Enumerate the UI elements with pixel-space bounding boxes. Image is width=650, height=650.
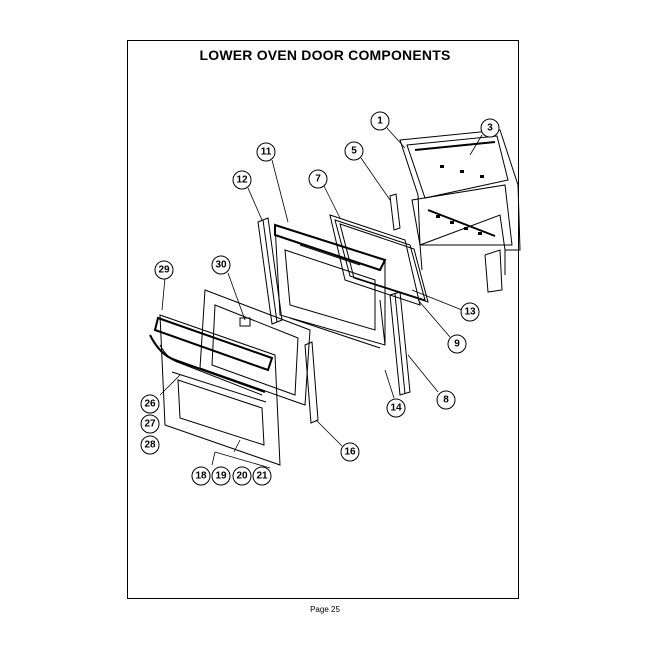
svg-text:7: 7 [315, 174, 321, 185]
part-bracket [389, 193, 401, 231]
diagram-frame [127, 40, 519, 599]
svg-text:3: 3 [487, 123, 493, 134]
callout-1: 1 [370, 111, 390, 131]
callout-16: 16 [340, 442, 360, 462]
callout-27: 27 [140, 414, 160, 434]
svg-text:30: 30 [215, 260, 227, 271]
callout-18: 18 [191, 466, 211, 486]
callout-26: 26 [140, 394, 160, 414]
part-inner-panel [274, 223, 387, 349]
svg-text:8: 8 [443, 395, 449, 406]
callout-5: 5 [344, 141, 364, 161]
svg-text:18: 18 [195, 471, 207, 482]
svg-text:11: 11 [261, 147, 272, 158]
callout-14: 14 [386, 398, 406, 418]
callout-20: 20 [232, 466, 252, 486]
part-insulation-frame [199, 289, 311, 406]
callout-19: 19 [211, 466, 231, 486]
page-title: LOWER OVEN DOOR COMPONENTS [199, 47, 451, 63]
part-left-channel [257, 217, 283, 325]
svg-text:21: 21 [256, 471, 268, 482]
callout-21: 21 [252, 466, 272, 486]
callout-11: 11 [256, 142, 276, 162]
svg-text:14: 14 [390, 403, 402, 414]
svg-text:5: 5 [351, 146, 357, 157]
part-trim-strip [304, 341, 319, 424]
part-rear-frame [399, 129, 521, 293]
part-right-channel [389, 291, 411, 396]
callout-30: 30 [211, 255, 231, 275]
svg-text:16: 16 [344, 447, 356, 458]
leader-lines [159, 127, 483, 469]
svg-text:26: 26 [144, 399, 156, 410]
svg-text:12: 12 [236, 175, 248, 186]
svg-text:20: 20 [236, 471, 248, 482]
page-number: Page 25 [310, 605, 340, 614]
svg-text:13: 13 [464, 307, 476, 318]
svg-text:9: 9 [454, 339, 460, 350]
svg-text:27: 27 [144, 419, 156, 430]
callout-9: 9 [447, 334, 467, 354]
callout-7: 7 [308, 169, 328, 189]
callout-3: 3 [480, 118, 500, 138]
part-outer-door [149, 314, 281, 466]
callout-8: 8 [436, 390, 456, 410]
callout-29: 29 [154, 260, 174, 280]
svg-text:28: 28 [144, 440, 156, 451]
svg-text:29: 29 [158, 265, 170, 276]
svg-text:1: 1 [377, 116, 383, 127]
callout-12: 12 [232, 170, 252, 190]
callout-28: 28 [140, 435, 160, 455]
svg-text:19: 19 [215, 471, 227, 482]
callout-13: 13 [460, 302, 480, 322]
